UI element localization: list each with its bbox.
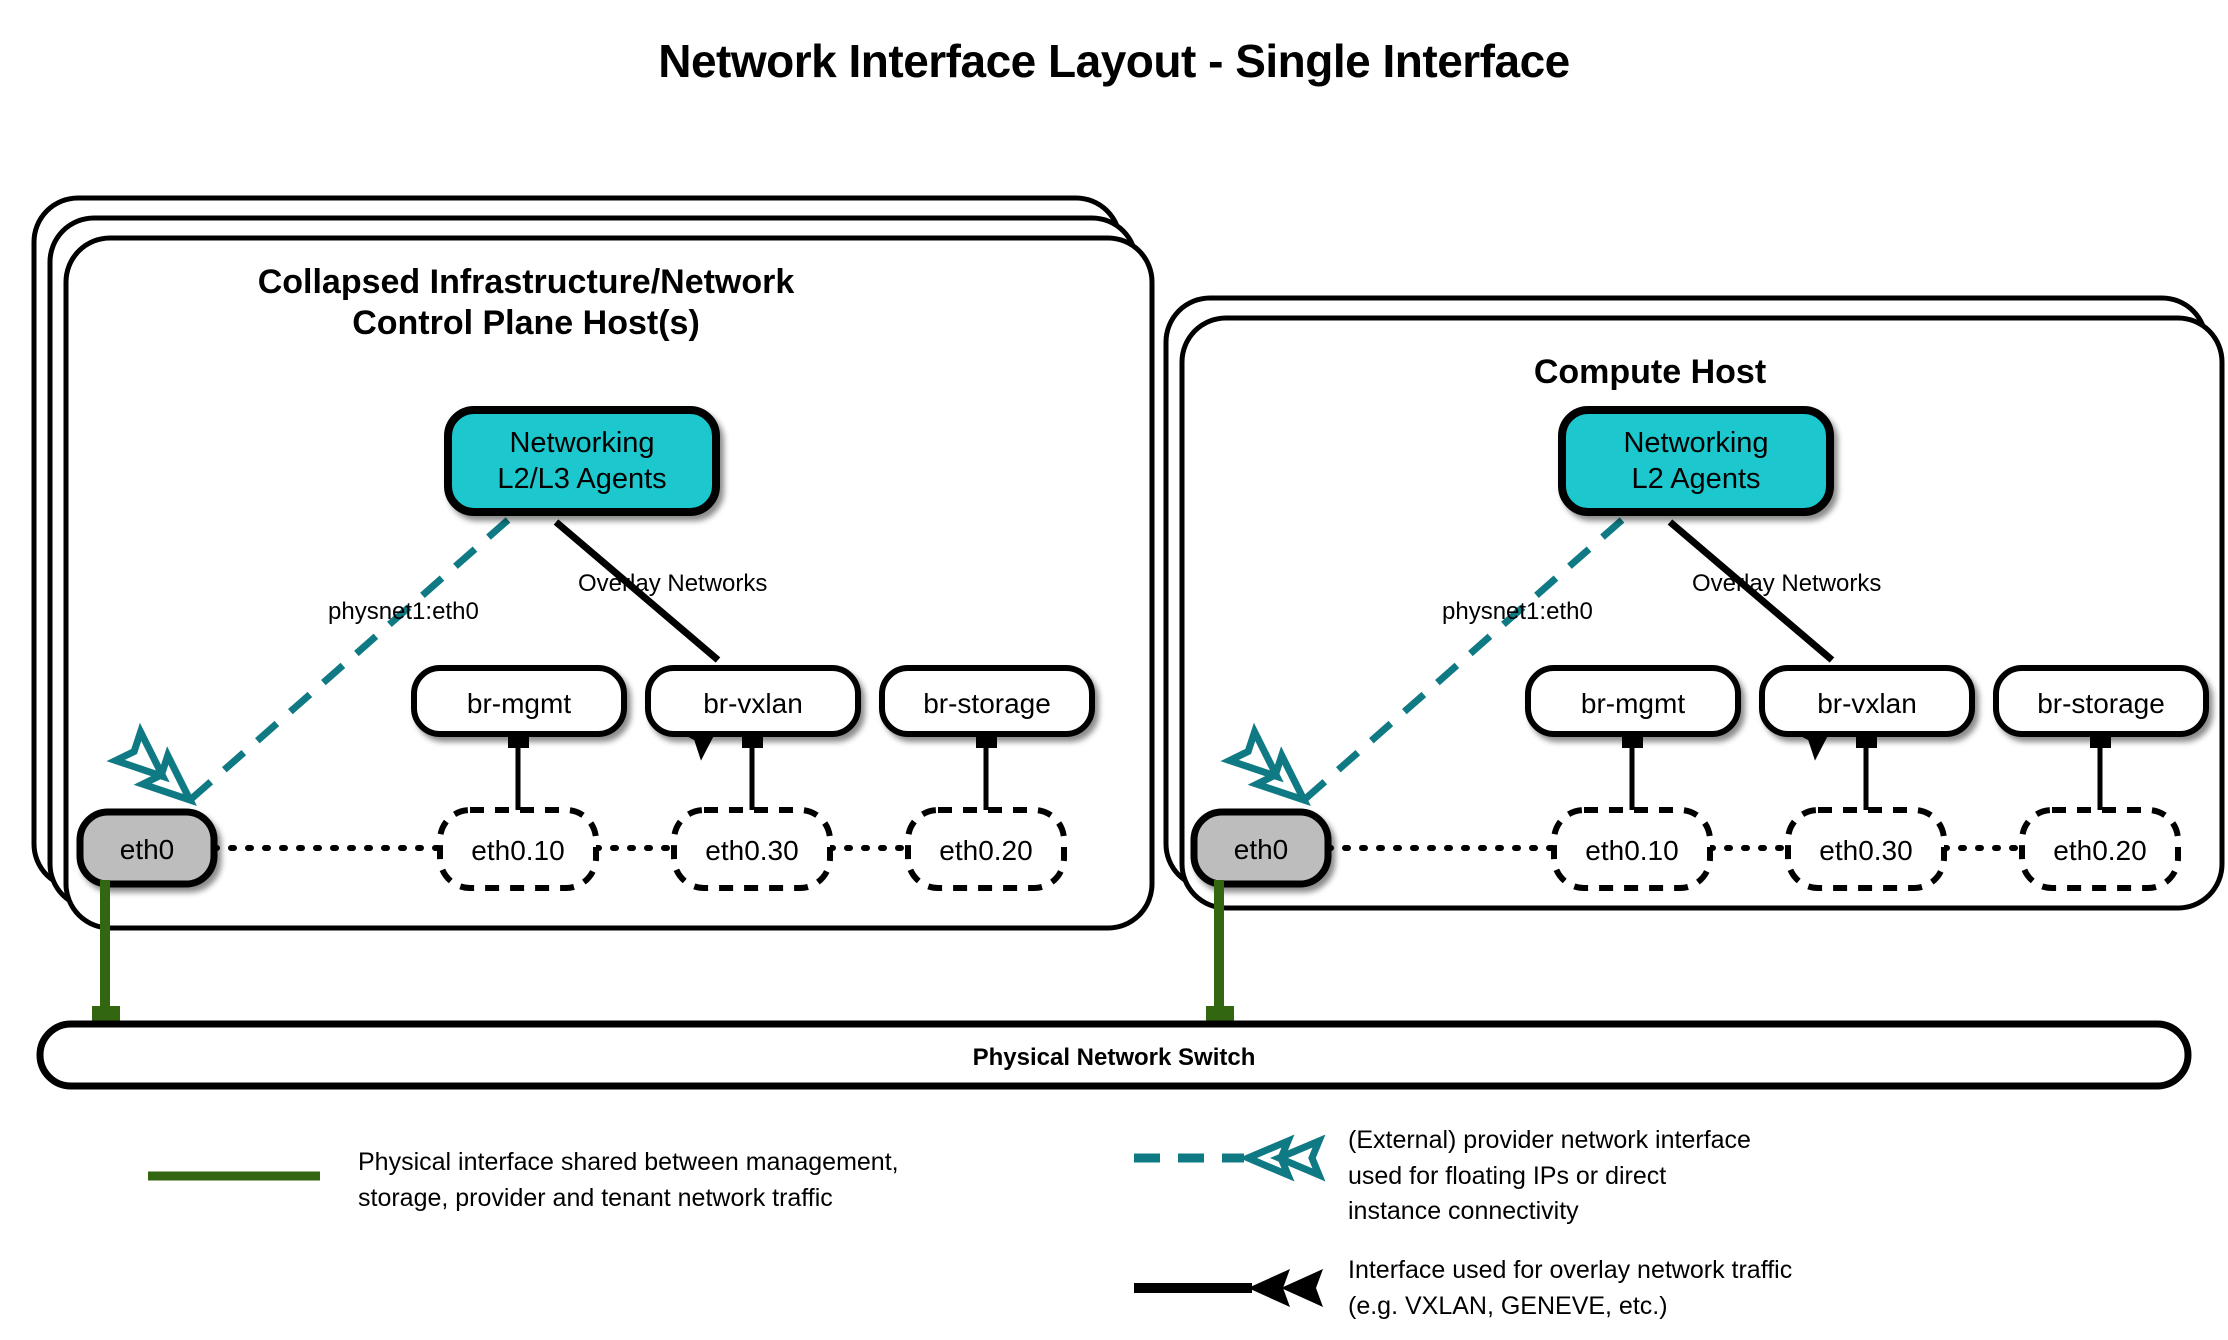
provider-edge-label-left: physnet1:eth0	[328, 598, 479, 625]
vlan-interfaces-left	[437, 807, 1067, 891]
host-title-control-plane: Collapsed Infrastructure/Network Control…	[176, 262, 876, 345]
bridge-box-br-mgmt[interactable]	[411, 665, 627, 737]
physical-nic-eth0-left[interactable]	[76, 808, 218, 888]
vlan-interfaces-right	[1551, 807, 2181, 891]
host-title-line-1: Compute Host	[1533, 353, 1767, 391]
vlan-box-eth0-30[interactable]	[1785, 807, 1947, 891]
overlay-edge-label-left: Overlay Networks	[578, 570, 768, 597]
page-title: Network Interface Layout - Single Interf…	[658, 35, 1570, 87]
compute-host-stack	[1163, 295, 2225, 911]
provider-network-edge-left	[106, 517, 511, 807]
provider-arrowhead	[106, 722, 197, 807]
bridge-box-br-storage[interactable]	[1993, 665, 2209, 737]
host-title-line-2: Control Plane Host(s)	[352, 304, 700, 343]
legend-marker-overlay-interface	[1134, 1269, 1323, 1307]
overlay-edge-label-right: Overlay Networks	[1692, 570, 1882, 597]
networking-agents-box-right[interactable]	[1558, 406, 1834, 516]
bridge-box-br-storage[interactable]	[879, 665, 1095, 737]
vlan-box-eth0-20[interactable]	[905, 807, 1067, 891]
legend-black-arrowhead	[1248, 1269, 1323, 1307]
legend-text-overlay-interface: Interface used for overlay network traff…	[1348, 1256, 1793, 1320]
overlay-solid-line	[1667, 519, 1835, 663]
vlan-box-eth0-30[interactable]	[671, 807, 833, 891]
networking-agents-box-left[interactable]	[444, 406, 720, 516]
provider-dashed-line	[1301, 517, 1625, 803]
provider-arrowhead	[1220, 722, 1311, 807]
legend-marker-provider-interface	[1134, 1134, 1326, 1182]
vlan-box-eth0-20[interactable]	[2019, 807, 2181, 891]
host-stack-layer-1	[63, 235, 1155, 931]
vlan-box-eth0-10[interactable]	[437, 807, 599, 891]
provider-network-edge-right	[1220, 517, 1625, 807]
bridge-box-br-vxlan[interactable]	[1759, 665, 1975, 737]
bridges-left	[411, 665, 1095, 737]
bridges-right	[1525, 665, 2209, 737]
bridge-box-br-vxlan[interactable]	[645, 665, 861, 737]
host-title-line-1: Collapsed Infrastructure/Network	[257, 263, 795, 301]
provider-dashed-line	[187, 517, 511, 803]
physical-nic-eth0-right[interactable]	[1190, 808, 1332, 888]
host-title-compute: Compute Host	[1300, 352, 2000, 393]
legend-text-physical-interface: Physical interface shared between manage…	[358, 1148, 899, 1212]
host-stack-layer-1	[1179, 315, 2225, 911]
physical-network-switch[interactable]	[36, 1020, 2192, 1090]
legend-teal-arrowhead	[1239, 1134, 1326, 1182]
provider-edge-label-right: physnet1:eth0	[1442, 598, 1593, 625]
vlan-box-eth0-10[interactable]	[1551, 807, 1713, 891]
legend-text-provider-interface: (External) provider network interface us…	[1348, 1126, 1751, 1225]
overlay-solid-line	[553, 519, 721, 663]
bridge-box-br-mgmt[interactable]	[1525, 665, 1741, 737]
